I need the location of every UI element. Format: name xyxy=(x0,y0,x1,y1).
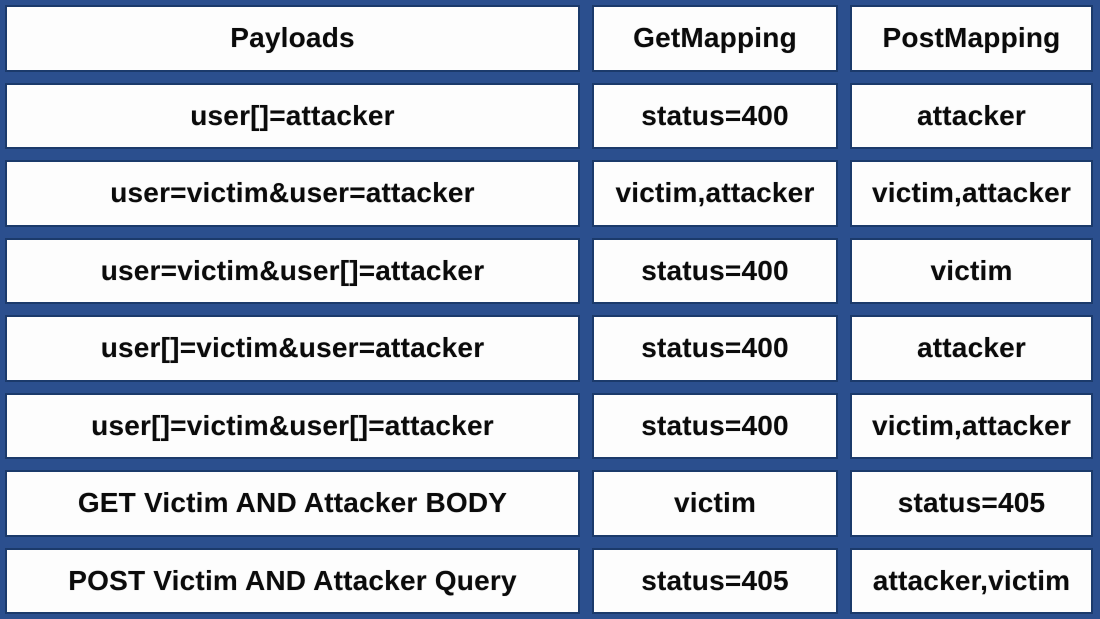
payload-cell: GET Victim AND Attacker BODY xyxy=(5,470,580,537)
result-cell: status=400 xyxy=(592,82,838,149)
column-header-postmapping: PostMapping xyxy=(850,5,1093,72)
result-cell: status=405 xyxy=(592,547,838,614)
column-header-getmapping: GetMapping xyxy=(592,5,838,72)
result-cell: victim,attacker xyxy=(850,160,1093,227)
result-cell: status=400 xyxy=(592,315,838,382)
payload-cell: POST Victim AND Attacker Query xyxy=(5,547,580,614)
result-cell: status=400 xyxy=(592,237,838,304)
payload-cell: user[]=victim&user=attacker xyxy=(5,315,580,382)
result-cell: status=400 xyxy=(592,392,838,459)
result-cell: victim,attacker xyxy=(850,392,1093,459)
result-cell: victim xyxy=(592,470,838,537)
result-cell: victim,attacker xyxy=(592,160,838,227)
column-header-payloads: Payloads xyxy=(5,5,580,72)
payload-cell: user[]=attacker xyxy=(5,82,580,149)
result-cell: attacker xyxy=(850,82,1093,149)
payload-cell: user=victim&user=attacker xyxy=(5,160,580,227)
result-cell: attacker,victim xyxy=(850,547,1093,614)
result-cell: victim xyxy=(850,237,1093,304)
result-cell: attacker xyxy=(850,315,1093,382)
payload-cell: user[]=victim&user[]=attacker xyxy=(5,392,580,459)
result-cell: status=405 xyxy=(850,470,1093,537)
payload-cell: user=victim&user[]=attacker xyxy=(5,237,580,304)
